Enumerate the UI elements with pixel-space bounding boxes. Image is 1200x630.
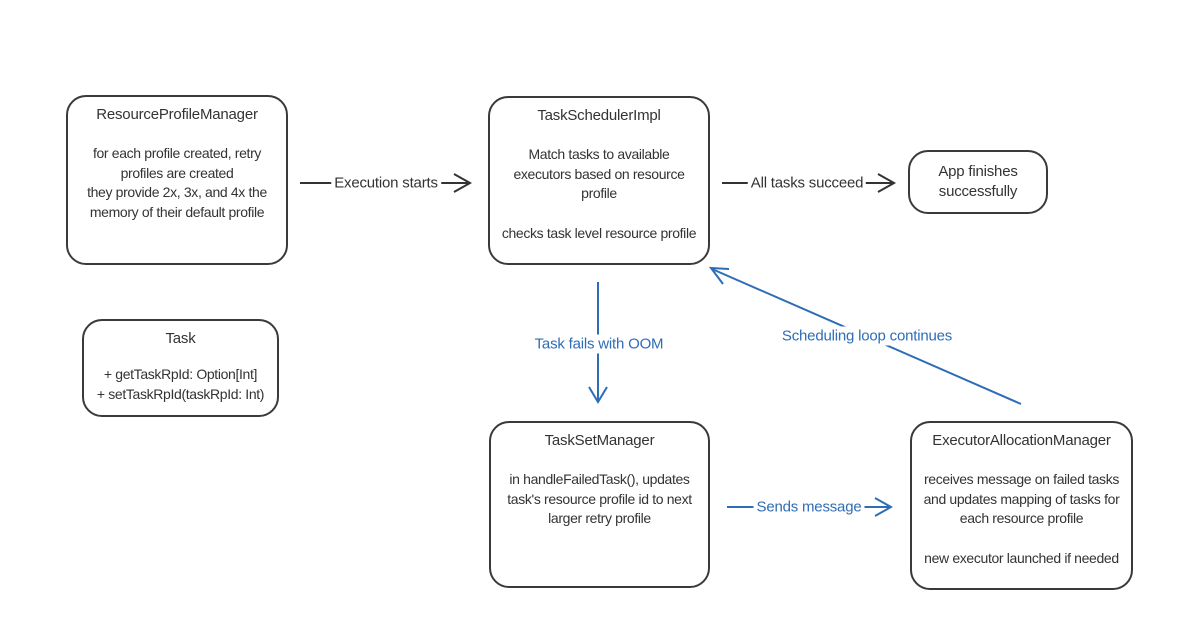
node-task-scheduler-impl: TaskSchedulerImpl Match tasks to availab…: [488, 96, 710, 265]
arrowhead-right-icon: [453, 173, 473, 193]
node-body: for each profile created, retry profiles…: [87, 145, 267, 221]
node-app-finishes: App finishes successfully: [908, 150, 1048, 214]
node-task: Task + getTaskRpId: Option[Int] + setTas…: [82, 319, 279, 417]
node-title: TaskSchedulerImpl: [537, 107, 661, 124]
node-title: TaskSetManager: [544, 432, 655, 449]
arrowhead-upleft-icon: [708, 266, 730, 285]
node-body: receives message on failed tasks and upd…: [923, 471, 1120, 566]
node-body: in handleFailedTask(), updates task's re…: [507, 471, 692, 527]
edge-label-execution-starts: Execution starts: [331, 173, 441, 193]
edge-label-sends-message: Sends message: [753, 497, 865, 517]
arrowhead-down-icon: [588, 386, 608, 404]
node-body: + getTaskRpId: Option[Int] + setTaskRpId…: [96, 366, 265, 402]
node-title: Task: [165, 330, 196, 347]
node-resource-profile-manager: ResourceProfileManager for each profile …: [66, 95, 288, 265]
node-title: ExecutorAllocationManager: [932, 432, 1111, 449]
node-body: Match tasks to available executors based…: [501, 146, 697, 241]
edge-label-scheduling-loop-continues: Scheduling loop continues: [778, 326, 956, 346]
node-title: ResourceProfileManager: [96, 106, 258, 123]
node-title: App finishes successfully: [938, 162, 1018, 200]
node-executor-allocation-manager: ExecutorAllocationManager receives messa…: [910, 421, 1133, 590]
node-task-set-manager: TaskSetManager in handleFailedTask(), up…: [489, 421, 710, 588]
arrowhead-right-icon: [877, 173, 897, 193]
edge-label-task-fails-oom: Task fails with OOM: [531, 334, 667, 354]
arrowhead-right-icon: [874, 497, 894, 517]
edge-label-all-tasks-succeed: All tasks succeed: [747, 173, 867, 193]
